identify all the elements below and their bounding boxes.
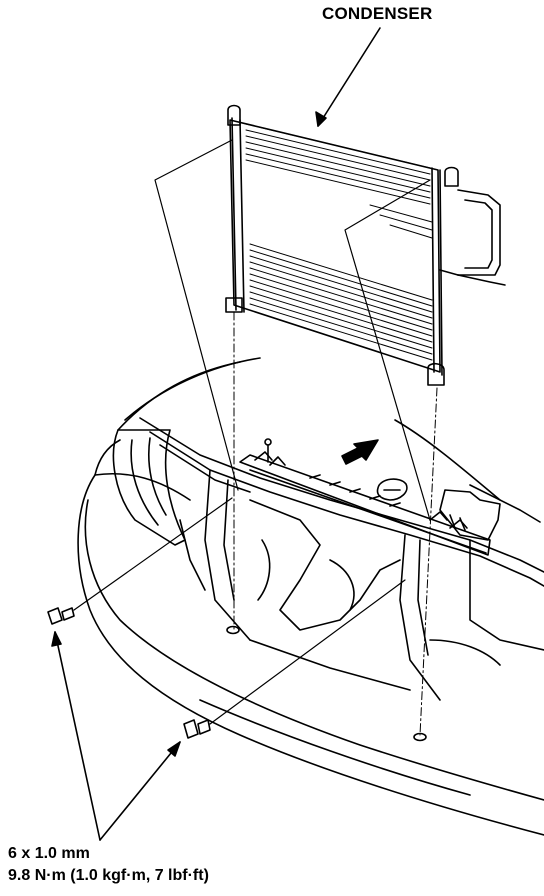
spec-pointer-arrows: [51, 631, 181, 841]
condenser-leader-arrow: [315, 27, 381, 127]
front-bumper: [77, 439, 544, 836]
removal-direction-arrow: [341, 439, 379, 465]
radiator-cap: [376, 478, 408, 501]
condenser-fins: [245, 123, 433, 361]
mounting-alignment-lines: [233, 311, 438, 736]
hood-opening: [117, 357, 541, 523]
mounting-holes: [226, 625, 427, 742]
bolt-size-label: 6 x 1.0 mm: [8, 845, 90, 862]
condenser-label: CONDENSER: [322, 4, 433, 23]
alignment-lines: [154, 139, 431, 521]
bolt-lower: [183, 579, 406, 739]
torque-spec-label: 9.8 N·m (1.0 kgf·m, 7 lbf·ft): [8, 867, 209, 884]
coolant-reservoir: [439, 489, 501, 541]
radiator-support: [139, 417, 544, 701]
condenser: [225, 104, 506, 386]
bolt-upper: [47, 497, 233, 625]
